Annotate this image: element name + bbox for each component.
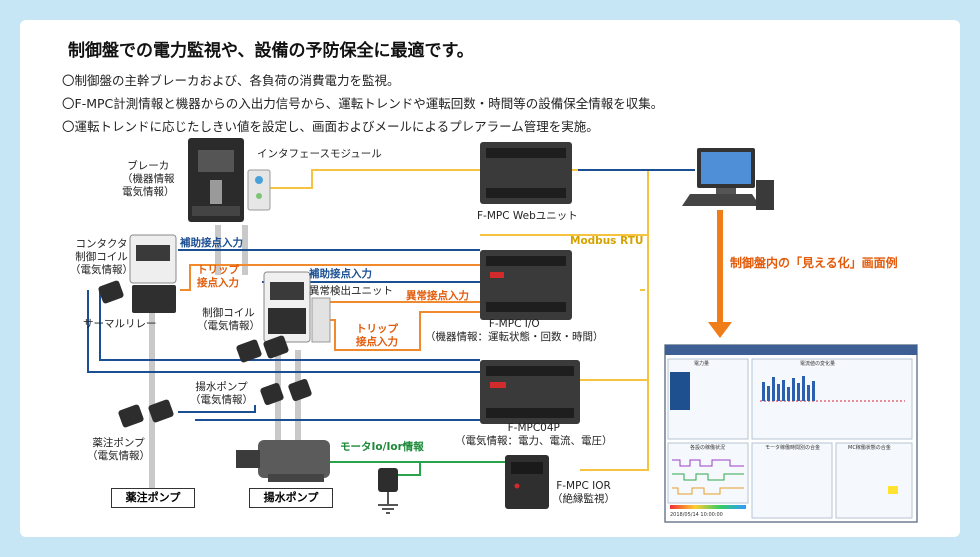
ior-label: F-MPC IOR （絶縁監視）	[552, 480, 615, 506]
trip-input-2-line1: トリップ	[356, 323, 398, 335]
screen-panel2-title: 電流値の変化量	[800, 361, 836, 367]
interface-module-label: インタフェースモジュール	[257, 148, 382, 160]
pump-chem-name: 薬注ポンプ	[92, 437, 145, 449]
control-coil-name: 制御コイル	[202, 307, 255, 319]
c04p-device	[480, 360, 580, 424]
control-coil-label: 制御コイル （電気情報）	[197, 307, 260, 333]
io-unit-info: （機器情報：運転状態・回数・時間）	[425, 331, 604, 343]
modbus-label: Modbus RTU	[570, 235, 644, 247]
ground-ct	[378, 468, 398, 514]
bullet-2: 〇F-MPC計測情報と機器からの入出力信号から、運転トレンドや運転回数・時間等の…	[62, 96, 664, 111]
pump-chem-label: 薬注ポンプ （電気情報）	[87, 437, 150, 463]
trip-input-2-label: トリップ 接点入力	[356, 323, 398, 349]
pump-water-name: 揚水ポンプ	[195, 381, 248, 393]
screen-window	[664, 344, 918, 523]
water-pump-box: 揚水ポンプ	[249, 488, 333, 508]
screen-bar-chart	[762, 376, 815, 401]
c04p-name: F-MPC04P	[507, 422, 560, 434]
screen-panel5-title: MC稼働状態の合金	[848, 445, 891, 451]
io-unit-label: F-MPC I/O （機器情報：運転状態・回数・時間）	[425, 318, 604, 344]
ior-name: F-MPC IOR	[556, 480, 611, 492]
aux-input-1-label: 補助接点入力	[180, 237, 243, 249]
motor-device	[236, 440, 330, 482]
breaker-device	[188, 138, 244, 222]
aux-input-2-label: 補助接点入力	[309, 268, 372, 280]
contactor-label-coil: 制御コイル	[75, 251, 128, 263]
visualize-arrow	[708, 210, 732, 338]
breaker-label: ブレーカ （機器情報 電気情報）	[122, 160, 175, 199]
contactor-label-name: コンタクタ	[75, 238, 128, 250]
pump-water-info: （電気情報）	[190, 394, 253, 406]
web-unit-label: F-MPC Webユニット	[477, 210, 578, 222]
contactor-label-info: （電気情報）	[70, 264, 133, 276]
pump-chem-info: （電気情報）	[87, 450, 150, 462]
pump-water-label: 揚水ポンプ （電気情報）	[190, 381, 253, 407]
pc-device	[682, 148, 774, 210]
io-unit-name: F-MPC I/O	[488, 318, 540, 330]
control-coil-info: （電気情報）	[197, 320, 260, 332]
signal-lines-orange	[180, 264, 480, 351]
bullet-3: 〇運転トレンドに応じたしきい値を設定し、画面およびメールによるプレアラーム管理を…	[62, 119, 599, 134]
screen-panel4-title: モータ稼働時間別の合金	[765, 445, 821, 451]
screen-panel3-title: 各設の稼働状況	[690, 445, 726, 451]
abnormal-input-label: 異常接点入力	[406, 290, 469, 302]
breaker-label-info2: 電気情報）	[122, 186, 175, 198]
screen-panel1-title: 電力量	[694, 361, 710, 367]
breaker-label-info1: （機器情報	[122, 173, 175, 185]
trip-input-2-line2: 接点入力	[356, 336, 398, 348]
contactor-label: コンタクタ 制御コイル （電気情報）	[70, 238, 133, 277]
current-transformers	[98, 280, 312, 428]
web-unit-device	[480, 142, 572, 204]
trip-input-1-line2: 接点入力	[197, 277, 239, 289]
c04p-info: （電気情報：電力、電流、電圧）	[455, 435, 613, 447]
motor-info-label: モータIo/Ior情報	[340, 441, 424, 453]
abnormal-unit-label: 異常検出ユニット	[309, 285, 393, 297]
visualize-label: 制御盤内の「見える化」画面例	[730, 256, 898, 270]
thermal-relay-label: サーマルリレー	[83, 318, 157, 330]
screen-timestamp: 2018/05/14 10:00:00	[670, 512, 723, 518]
ior-device	[505, 455, 549, 509]
c04p-label: F-MPC04P （電気情報：電力、電流、電圧）	[455, 422, 613, 448]
breaker-label-name: ブレーカ	[127, 160, 170, 172]
bullet-1: 〇制御盤の主幹ブレーカおよび、各負荷の消費電力を監視。	[62, 73, 400, 88]
contactor-device	[129, 234, 177, 313]
chem-pump-box: 薬注ポンプ	[111, 488, 195, 508]
screen-line-chart	[672, 459, 744, 495]
contactor-center-device	[263, 271, 331, 343]
interface-module	[247, 169, 271, 211]
trip-input-1-line1: トリップ	[197, 264, 239, 276]
ior-info: （絶縁監視）	[552, 493, 615, 505]
io-unit-device	[480, 250, 572, 320]
trip-input-1-label: トリップ 接点入力	[197, 264, 239, 290]
page-title: 制御盤での電力監視や、設備の予防保全に最適です。	[68, 41, 474, 61]
signal-lines-blue	[87, 169, 695, 421]
motor-info-line	[330, 461, 505, 476]
